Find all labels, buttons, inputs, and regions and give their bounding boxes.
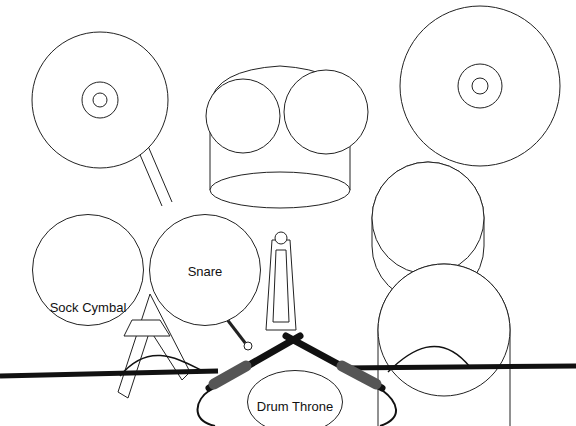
rack-tom: [206, 79, 280, 153]
part-label: Sock Cymbal: [50, 301, 127, 316]
drum-throne-shape: [248, 371, 343, 426]
hihat-cymbal-shape: [33, 215, 144, 326]
floor-tom-head: [372, 162, 484, 274]
floor-tom: [378, 264, 510, 426]
floor-tom-head: [378, 264, 510, 396]
pedal-beater: [275, 232, 287, 244]
snare-stand-leg: [226, 318, 246, 344]
snare-drum: Snare: [149, 214, 261, 326]
cymbal-stand: [138, 146, 172, 206]
part-label: Drum Throne: [257, 400, 333, 415]
rack-tom: [284, 70, 368, 154]
part-label: Snare: [188, 265, 223, 280]
hihat-pedal: [124, 320, 170, 336]
bass-drum-head: [210, 172, 350, 208]
bass-pedal-footboard: [273, 250, 289, 322]
cymbal-hole: [93, 93, 107, 107]
snare-stand-foot: [244, 342, 252, 350]
cymbal-bell: [458, 64, 502, 108]
crash-cymbal: [32, 32, 168, 168]
hihat-cymbal: Sock Cymbal: [32, 214, 144, 326]
cymbal-hole: [472, 78, 488, 94]
microphone-pair: [0, 336, 576, 426]
ride-cymbal: [400, 6, 560, 166]
drum-throne-outline: [247, 370, 343, 426]
bass-pedal: [266, 240, 296, 330]
snare-drum-shape: [150, 215, 261, 326]
drum-throne: Drum Throne: [247, 370, 343, 426]
cymbal-bell: [82, 82, 118, 118]
